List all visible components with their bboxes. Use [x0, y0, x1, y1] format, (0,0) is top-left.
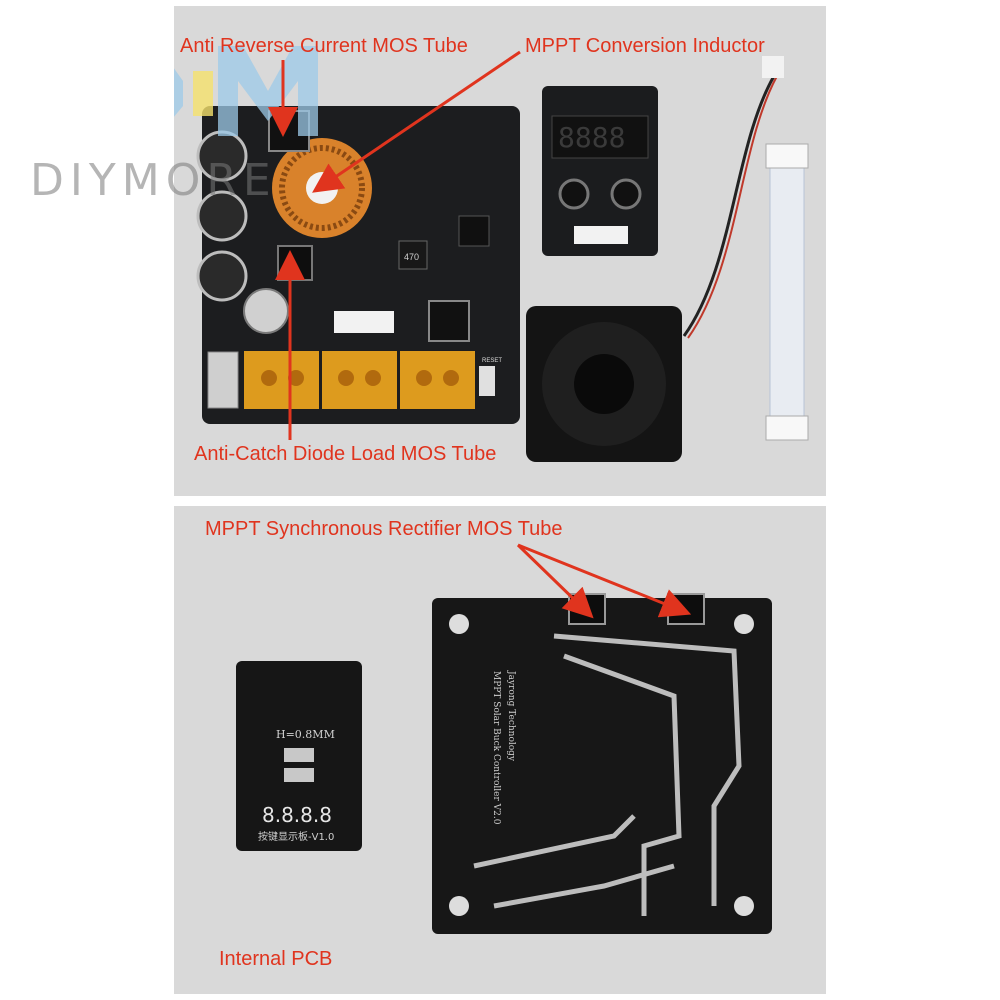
product-photo-bottom: H=0.8MM 8.8.8.8 按键显示板-V1.0 Jayrong Techn…: [174, 506, 826, 994]
label-mppt-inductor: MPPT Conversion Inductor: [525, 35, 765, 57]
product-photo-top: 470 RESET 8888: [174, 6, 826, 496]
diymore-logo: [174, 46, 318, 136]
terminal-blocks: [244, 351, 475, 409]
reset-label: RESET: [482, 358, 502, 364]
white-connector: [334, 311, 394, 333]
label-anti-reverse: Anti Reverse Current MOS Tube: [180, 35, 468, 57]
diymore-watermark-text: DIYMORE: [30, 155, 277, 206]
display-connector: [574, 226, 628, 244]
svg-text:8888: 8888: [558, 121, 625, 154]
display-board-name: 按键显示板-V1.0: [258, 830, 334, 843]
fan-wire: [682, 75, 776, 337]
bottom-photo-drawing: H=0.8MM 8.8.8.8 按键显示板-V1.0 Jayrong Techn…: [236, 593, 772, 934]
electrolytic-capacitors: [196, 130, 289, 334]
copper-traces: [473, 633, 742, 916]
label-sync-rectifier: MPPT Synchronous Rectifier MOS Tube: [205, 518, 563, 540]
main-board-back: [432, 598, 772, 934]
inductor-marking: 470: [404, 252, 419, 262]
label-anti-catch: Anti-Catch Diode Load MOS Tube: [194, 443, 497, 465]
usb-port: [207, 351, 239, 409]
controller-ic: [458, 215, 490, 247]
back-title-1: Jayrong Technology: [506, 670, 516, 762]
sync-mos-1: [568, 593, 606, 625]
load-mos: [428, 300, 470, 342]
ribbon-cable: [769, 150, 805, 427]
seven-segment-display: [551, 115, 649, 159]
anti-catch-mos: [277, 245, 313, 281]
label-internal-pcb: Internal PCB: [219, 948, 333, 970]
sync-mos-2: [667, 593, 705, 625]
fan-plug: [762, 56, 784, 78]
inductor-small: [398, 240, 428, 270]
display-digits-text: 8.8.8.8: [262, 803, 332, 827]
reset-button: [479, 366, 495, 396]
button-left: [558, 178, 590, 210]
pad-height-text: H=0.8MM: [276, 728, 335, 741]
button-right: [610, 178, 642, 210]
back-title-2: MPPT Solar Buck Controller V2.0: [491, 671, 501, 825]
